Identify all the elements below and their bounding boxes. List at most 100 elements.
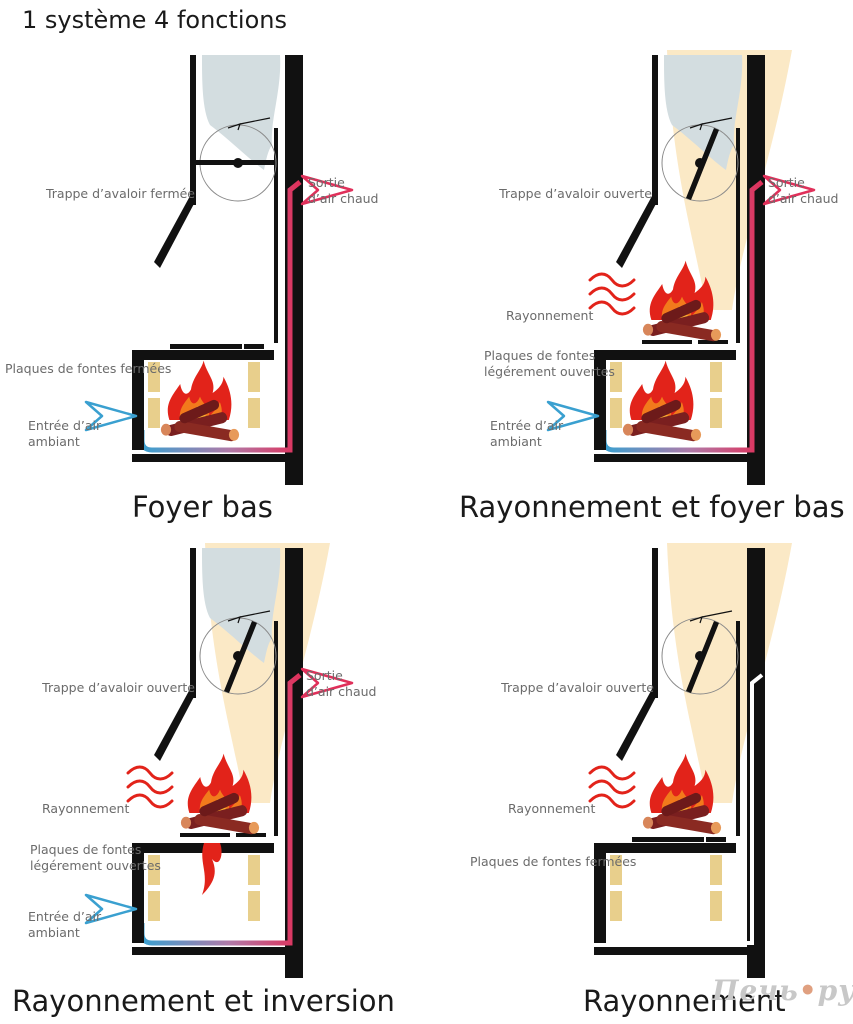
brick-right-bottom [248,891,260,921]
radiation-waves [588,272,636,316]
flue-wall [274,621,278,836]
firebox-bottom [132,947,302,955]
p4-rayonnement-label: Rayonnement [508,801,596,816]
firebox-top [594,350,736,360]
radiation-waves [126,765,174,809]
p2-caption: Rayonnement et foyer bas [459,490,845,524]
p3-entree-label-2: ambiant [28,925,80,940]
damper-pivot [695,158,705,168]
firebox-left-wall [132,350,144,450]
logs-lower [160,399,240,442]
p1-entree-label-2: ambiant [28,434,80,449]
hood [616,196,658,268]
damper-pivot [233,651,243,661]
logs-upper [180,792,260,835]
brick-left-top [610,362,622,392]
p3-caption: Rayonnement et inversion [12,984,395,1018]
panel-foyer-bas [84,55,354,485]
hot-air-outlet-arrow [762,174,816,206]
page-title: 1 système 4 fonctions [22,6,287,34]
firebox-left-wall [594,843,606,943]
chimney-wall-left [652,55,658,205]
logs-upper [642,792,722,835]
flue-wall [274,128,278,343]
firebox-left-wall [594,350,606,450]
brick-left-bottom [610,891,622,921]
hot-air-outlet-arrow [300,667,354,699]
damper-rotation-arrow [227,117,271,131]
brick-right-top [248,362,260,392]
p3-sortie-label-1: Sortie [306,668,343,683]
p1-caption: Foyer bas [132,490,273,524]
brick-right-top [710,855,722,885]
watermark-logo: Печь•ру [712,974,853,1007]
brick-left-top [148,855,160,885]
brick-left-top [148,362,160,392]
brick-right-bottom [248,398,260,428]
damper-rotation-arrow [689,610,733,624]
p2-rayonnement-label: Rayonnement [506,308,594,323]
p1-plaques-label: Plaques de fontes fermées [5,361,172,376]
logs-upper [642,299,722,342]
radiation-waves [588,765,636,809]
cast-plate-left [180,833,230,837]
cast-plate-right [236,833,266,837]
panel-rayonnement-inversion [84,543,354,978]
cast-plate-right [706,837,726,842]
p1-sortie-label-2: d’air chaud [308,191,379,206]
panel-rayonnement [588,543,792,978]
p3-rayonnement-label: Rayonnement [42,801,130,816]
p2-sortie-label-1: Sortie [768,175,805,190]
flue-wall [736,621,740,836]
air-inlet-arrow [84,400,138,432]
firebox-top [132,350,274,360]
brick-right-bottom [710,891,722,921]
inverted-flame [202,843,222,895]
logs-lower [622,399,702,442]
panel-rayonnement-foyer-bas [546,50,816,485]
firebox-bottom [594,454,764,462]
p4-trappe-label: Trappe d’avaloir ouverte [501,680,654,695]
p4-caption: Rayonnement [583,984,786,1018]
smoke-plume [202,548,281,663]
p3-plaques-label-2: légérement ouvertes [30,858,161,873]
brick-right-bottom [710,398,722,428]
p1-entree-label-1: Entrée d’air [28,418,102,433]
smoke-plume [202,55,281,170]
air-inlet-arrow [84,893,138,925]
brick-left-bottom [610,398,622,428]
p2-plaques-label-1: Plaques de fontes [484,348,596,363]
brick-left-bottom [148,398,160,428]
cast-plate-left [632,837,704,842]
p1-trappe-label: Trappe d’avaloir fermée [45,186,195,201]
flue-wall [736,128,740,343]
brick-left-top [610,855,622,885]
hood [154,196,196,268]
p4-plaques-label: Plaques de fontes fermées [470,854,637,869]
cast-plate-right [698,340,728,344]
hood [616,689,658,761]
p2-trappe-label: Trappe d’avaloir ouverte [499,186,652,201]
p3-plaques-label-1: Plaques de fontes [30,842,142,857]
p2-entree-label-1: Entrée d’air [490,418,564,433]
damper-pivot [695,651,705,661]
p2-entree-label-2: ambiant [490,434,542,449]
p3-sortie-label-2: d’air chaud [306,684,377,699]
brick-right-top [248,855,260,885]
firebox-bottom [594,947,764,955]
damper-rotation-arrow [227,610,271,624]
firebox-bottom [132,454,302,462]
chimney-wall-left [190,548,196,698]
cast-plate-left [642,340,692,344]
hot-air-outlet-arrow [300,174,354,206]
cast-plate-left [170,344,242,349]
air-inlet-arrow [546,400,600,432]
damper-rotation-arrow [689,117,733,131]
p2-sortie-label-2: d’air chaud [768,191,839,206]
brick-right-top [710,362,722,392]
p2-plaques-label-2: légérement ouvertes [484,364,615,379]
chimney-wall-left [190,55,196,205]
brick-left-bottom [148,891,160,921]
